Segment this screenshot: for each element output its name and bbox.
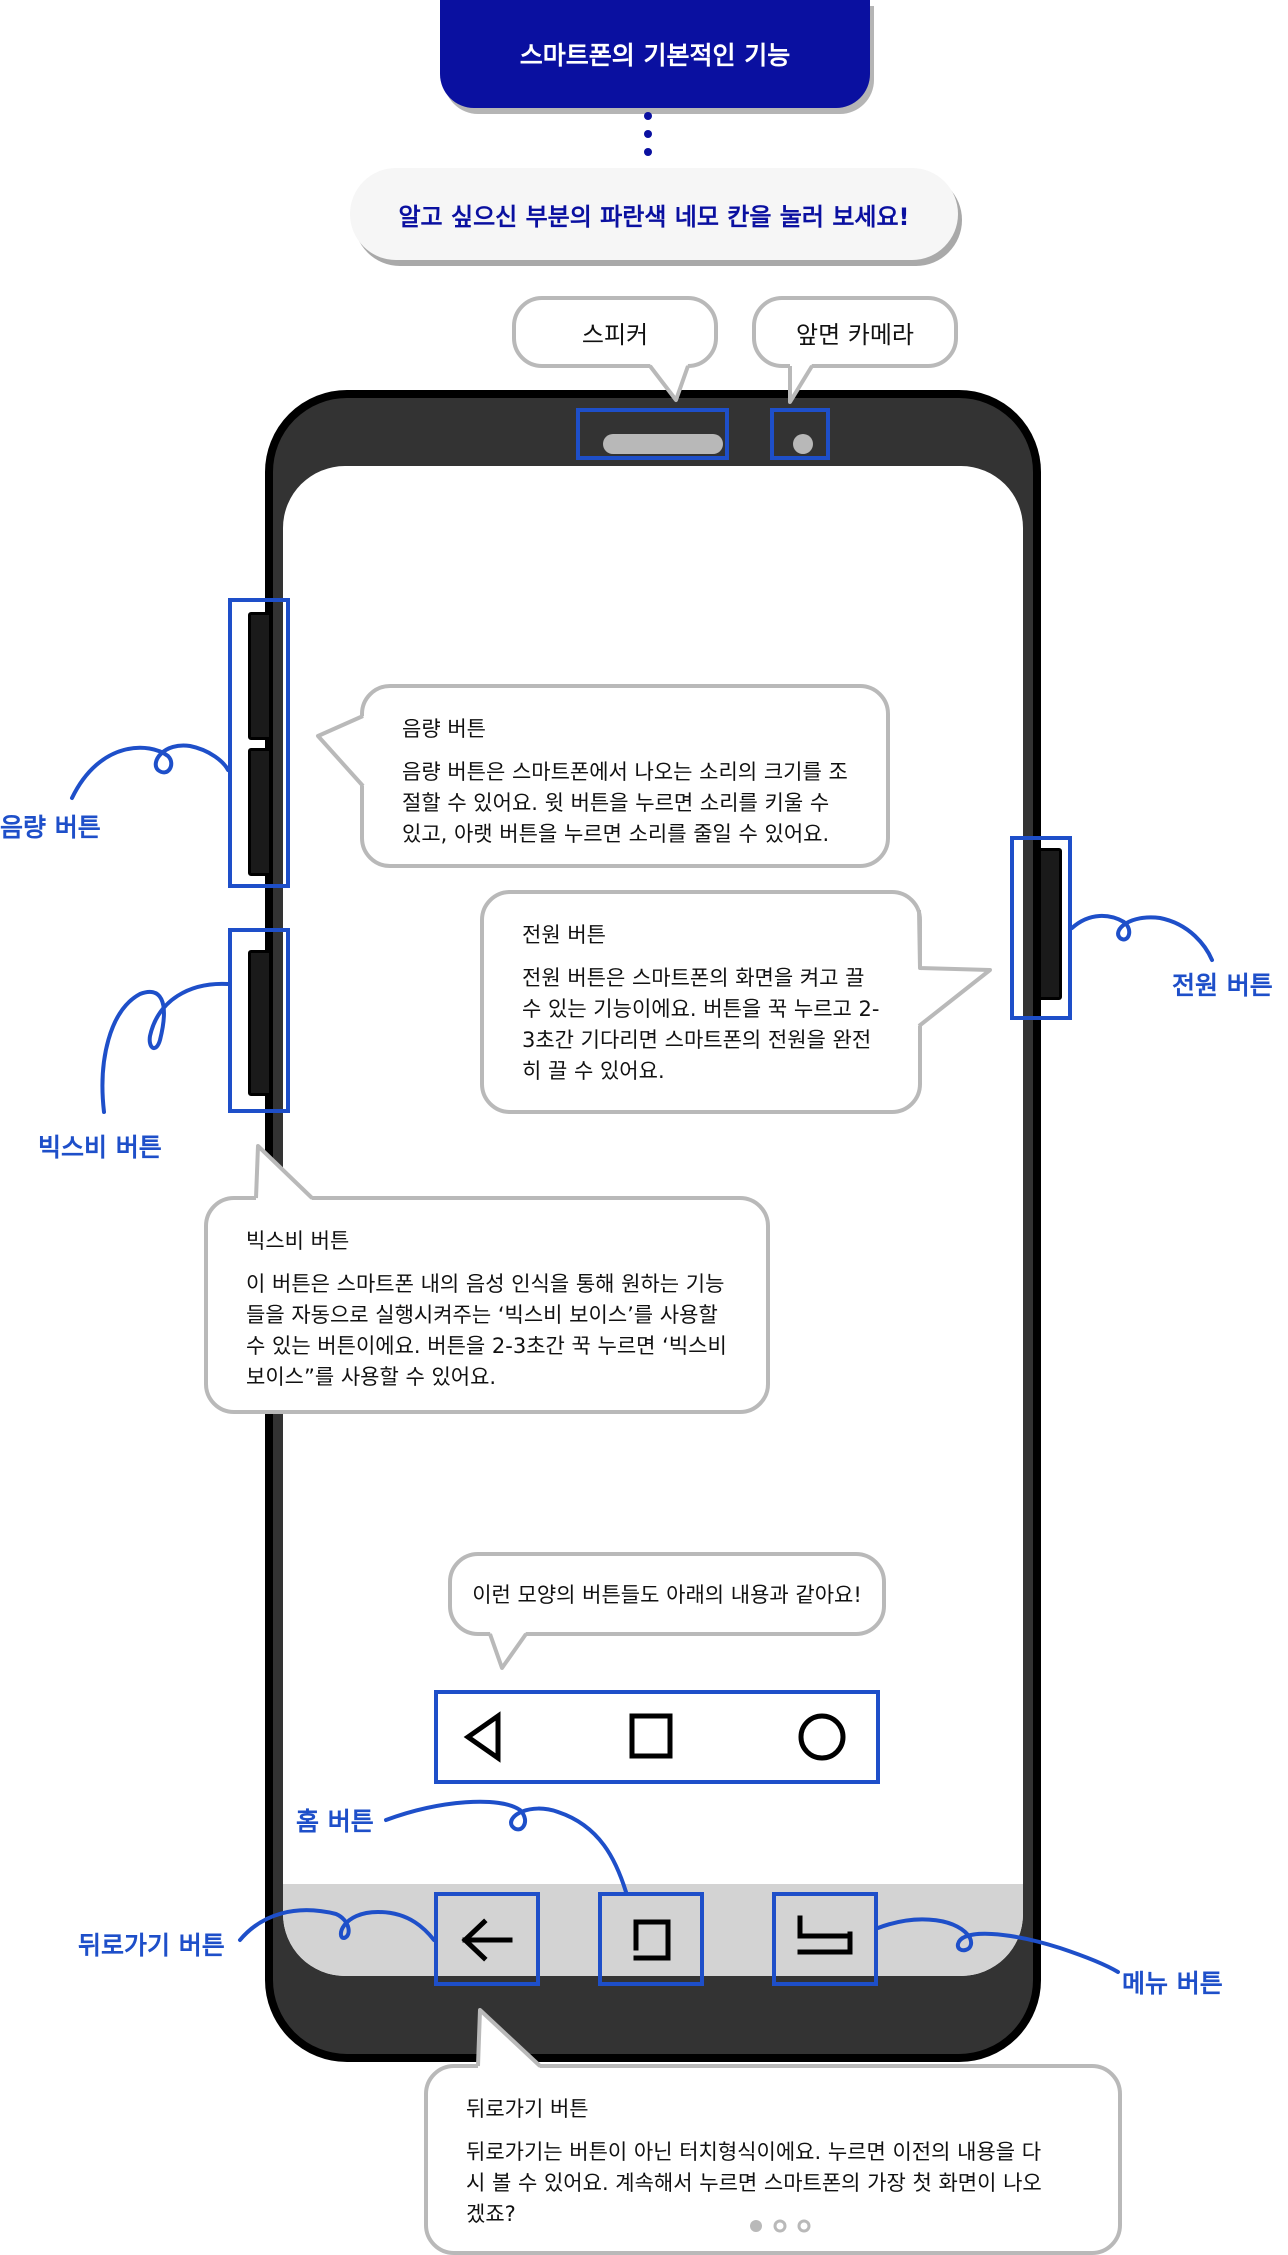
next-arrow-button[interactable] (1046, 2118, 1086, 2166)
volume-label: 음량 버튼 (0, 813, 101, 842)
bixby-label: 빅스비 버튼 (38, 1133, 162, 1162)
front-camera-bubble: 앞면 카메라 (752, 296, 958, 368)
power-label: 전원 버튼 (1172, 971, 1273, 1000)
bixby-button-highlight[interactable] (228, 928, 290, 1113)
back-label: 뒤로가기 버튼 (78, 1931, 225, 1960)
pagination-dot-3 (797, 2219, 811, 2233)
front-camera-bubble-text: 앞면 카메라 (795, 320, 915, 349)
power-side-button (1038, 848, 1062, 1000)
front-camera-highlight[interactable] (770, 408, 830, 460)
bixby-info-bubble: 빅스비 버튼 이 버튼은 스마트폰 내의 음성 인식을 통해 원하는 기능들을 … (204, 1196, 770, 1414)
volume-info-title: 음량 버튼 (402, 717, 486, 741)
menu-button-highlight[interactable] (772, 1892, 878, 1986)
speaker-bubble: 스피커 (512, 296, 718, 368)
volume-down-button (248, 748, 272, 876)
nav-bar-strip (283, 1884, 1023, 1976)
nav-note-text: 이런 모양의 버튼들도 아래의 내용과 같아요! (472, 1583, 862, 1607)
instruction-banner: 알고 싶으신 부분의 파란색 네모 칸을 눌러 보세요! (350, 168, 958, 260)
speaker-bubble-text: 스피커 (581, 320, 649, 349)
back-info-bubble: 뒤로가기 버튼 뒤로가기는 버튼이 아닌 터치형식이에요. 누르면 이전의 내용… (424, 2064, 1122, 2255)
speaker-highlight[interactable] (576, 408, 729, 460)
volume-button-highlight[interactable] (228, 598, 290, 888)
nav-icons-example (434, 1690, 880, 1784)
nav-note-bubble: 이런 모양의 버튼들도 아래의 내용과 같아요! (448, 1552, 886, 1636)
power-info-body: 전원 버튼은 스마트폰의 화면을 켜고 끌 수 있는 기능이에요. 버튼을 꾹 … (522, 966, 880, 1083)
bixby-side-button (248, 950, 272, 1096)
menu-label: 메뉴 버튼 (1122, 1969, 1223, 1998)
volume-info-body: 음량 버튼은 스마트폰에서 나오는 소리의 크기를 조절할 수 있어요. 윗 버… (402, 760, 848, 846)
volume-up-button (248, 612, 272, 740)
bixby-info-title: 빅스비 버튼 (246, 1229, 350, 1253)
bixby-info-body: 이 버튼은 스마트폰 내의 음성 인식을 통해 원하는 기능들을 자동으로 실행… (246, 1272, 727, 1389)
pagination-dot-1 (750, 2220, 762, 2232)
front-camera-lens (793, 434, 813, 454)
pagination-dot-2 (773, 2219, 787, 2233)
connector-dots (644, 112, 652, 166)
speaker-grille (603, 434, 723, 454)
volume-info-bubble: 음량 버튼 음량 버튼은 스마트폰에서 나오는 소리의 크기를 조절할 수 있어… (360, 684, 890, 868)
home-button-highlight[interactable] (598, 1892, 704, 1986)
page-title: 스마트폰의 기본적인 기능 (440, 0, 870, 108)
home-label: 홈 버튼 (296, 1807, 374, 1836)
power-info-title: 전원 버튼 (522, 923, 606, 947)
back-info-body: 뒤로가기는 버튼이 아닌 터치형식이에요. 누르면 이전의 내용을 다시 볼 수… (466, 2140, 1042, 2226)
back-info-title: 뒤로가기 버튼 (466, 2097, 589, 2121)
back-button-highlight[interactable] (434, 1892, 540, 1986)
power-info-bubble: 전원 버튼 전원 버튼은 스마트폰의 화면을 켜고 끌 수 있는 기능이에요. … (480, 890, 922, 1114)
